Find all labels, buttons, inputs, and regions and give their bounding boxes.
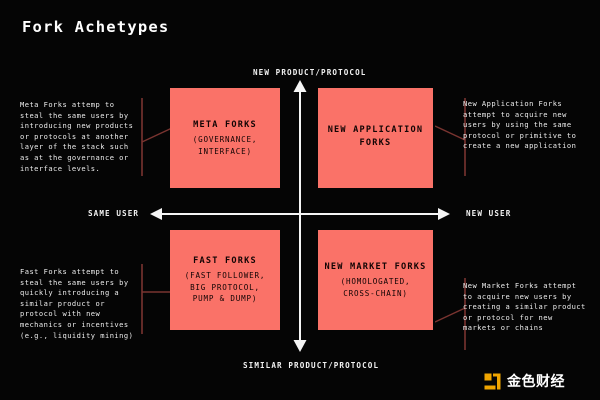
note-new-application-forks: New Application Forks attempt to acquire… xyxy=(463,99,577,151)
axis-label-right: NEW USER xyxy=(466,209,512,218)
page-title: Fork Achetypes xyxy=(22,18,170,36)
quadrant-new-market-forks[interactable]: NEW MARKET FORKS (HOMOLOGATED, CROSS-CHA… xyxy=(318,230,433,330)
note-fast-forks: Fast Forks attempt to steal the same use… xyxy=(20,267,134,340)
watermark-text: 金色财经 xyxy=(507,374,565,390)
vertical-axis-arrow xyxy=(293,80,307,352)
quadrant-subtitle: (GOVERNANCE, INTERFACE) xyxy=(192,135,258,156)
note-new-market-forks: New Market Forks attempt to acquire new … xyxy=(463,281,586,333)
quadrant-new-application-forks[interactable]: NEW APPLICATION FORKS xyxy=(318,88,433,188)
axis-label-left: SAME USER xyxy=(88,209,140,218)
axis-label-bottom: SIMILAR PRODUCT/PROTOCOL xyxy=(243,361,380,370)
quadrant-title: META FORKS xyxy=(193,120,257,130)
note-meta-forks: Meta Forks attemp to steal the same user… xyxy=(20,100,134,173)
connector-fast-forks xyxy=(141,264,172,334)
quadrant-title: NEW MARKET FORKS xyxy=(324,262,427,272)
axis-label-top: NEW PRODUCT/PROTOCOL xyxy=(253,68,367,77)
connector-meta-forks xyxy=(141,98,173,176)
quadrant-subtitle: (HOMOLOGATED, CROSS-CHAIN) xyxy=(340,277,411,298)
connector-new-market-forks xyxy=(435,278,466,350)
jinse-logo-icon xyxy=(484,373,501,389)
quadrant-title: FAST FORKS xyxy=(193,256,257,267)
quadrant-subtitle: (FAST FOLLOWER, BIG PROTOCOL, PUMP & DUM… xyxy=(184,271,266,304)
horizontal-axis-arrow xyxy=(150,208,450,220)
quadrant-meta-forks[interactable]: META FORKS (GOVERNANCE, INTERFACE) xyxy=(170,88,280,188)
watermark: 金色财经 xyxy=(484,371,565,391)
connector-new-application-forks xyxy=(435,98,466,176)
quadrant-title: NEW APPLICATION FORKS xyxy=(327,125,424,148)
quadrant-fast-forks[interactable]: FAST FORKS (FAST FOLLOWER, BIG PROTOCOL,… xyxy=(170,230,280,330)
